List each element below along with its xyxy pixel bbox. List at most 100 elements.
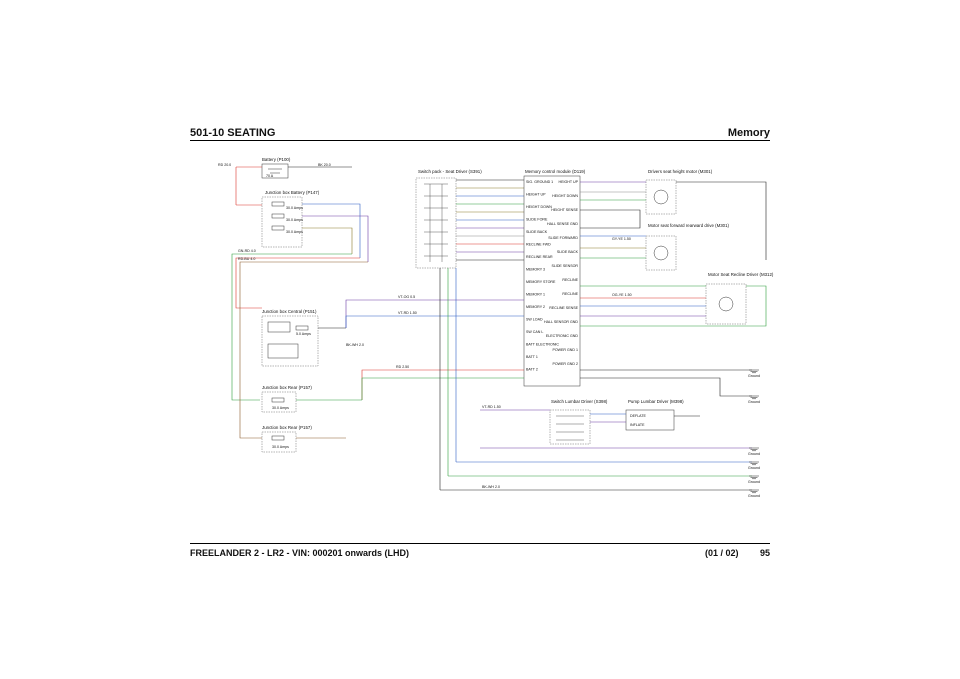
memory-pin-label: POWER GND 2: [552, 362, 578, 366]
memory-pin-label: RECLINE FWD: [526, 243, 551, 247]
fuse-icon: [295, 325, 309, 331]
motor-icon: [653, 189, 669, 205]
memory-pin-label: SLIDE BACK: [526, 230, 548, 234]
fuse-rating: 70 A: [266, 174, 274, 178]
component-outline: [261, 431, 297, 453]
pump-pin: DEFLATE: [630, 414, 647, 418]
wire-label: RD-BU 4.0: [238, 257, 255, 261]
memory-pin-label: RECLINE SENSE: [549, 306, 578, 310]
memory-pin-label: HEIGHT DOWN: [526, 205, 552, 209]
motor-wires: [580, 181, 767, 327]
component-label: Junction box Rear (P157): [262, 425, 312, 430]
fuse-icon: [271, 201, 285, 207]
ground-label: Ground: [748, 400, 760, 404]
memory-pin-label: MEMORY 1: [526, 293, 545, 297]
fuse-rating: 30.0 Amps: [272, 445, 289, 449]
fuse-icon: [271, 397, 285, 403]
memory-pin-label: RECLINE REAR: [526, 255, 553, 259]
wire-label: OG-YE 1.50: [612, 293, 632, 297]
page-title: 501-10 SEATING: [190, 127, 276, 139]
fuse-rating: 30.0 Amps: [286, 230, 303, 234]
component-label: Junction box Battery (P147): [265, 190, 320, 195]
pump-pin: INFLATE: [630, 423, 645, 427]
wire-label: VT-OG 0.5: [398, 295, 415, 299]
ground-icon: [749, 369, 759, 374]
recline-motor: Motor Seat Recline Driver (M312): [705, 272, 774, 325]
component-outline: [415, 177, 457, 269]
wire-blue: [302, 203, 361, 258]
memory-pin-label: MEMORY 3: [526, 268, 545, 272]
memory-pin-label: RECLINE: [562, 292, 578, 296]
component-label: Memory control module (D119): [525, 169, 586, 174]
forward-motor: Motor seat forward rearward drive (M301): [645, 223, 730, 271]
memory-pin-label: RECLINE: [562, 278, 578, 282]
component-outline: [261, 196, 303, 248]
component-outline: [549, 409, 591, 445]
memory-pin-label: HEIGHT DOWN: [552, 194, 578, 198]
motor-icon: [718, 296, 734, 312]
memory-pin-label: SLIDE BACK: [557, 250, 579, 254]
wire-label: RD 2.50: [396, 365, 409, 369]
memory-pin-label: HEIGHT UP: [558, 180, 578, 184]
component-label: Switch Lumbar Driver (S398): [551, 399, 608, 404]
wire-label: GY-YE 1.50: [612, 237, 631, 241]
memory-control-module: Memory control module (D119) SIG. GROUND…: [523, 169, 586, 387]
wire-blue: [345, 315, 524, 328]
fuse-icon: [271, 213, 285, 219]
switch-wires: [456, 179, 524, 261]
ground-icon: [749, 489, 759, 494]
page-number: 95: [759, 548, 770, 558]
lumbar-pump: Pump Lumbar Driver (M398) DEFLATE INFLAT…: [625, 399, 684, 431]
component-label: Motor Seat Recline Driver (M312): [708, 272, 774, 277]
ground-label: Ground: [748, 452, 760, 456]
wire-label: RD 20.0: [218, 163, 231, 167]
wire-label: GN-RD 4.0: [238, 249, 256, 253]
component-label: Junction box Rear (P157): [262, 385, 312, 390]
component-label: Motor seat forward rearward drive (M301): [648, 223, 730, 228]
switch-pack: Switch pack - Seat Driver (S391): [415, 169, 482, 269]
component-label: Switch pack - Seat Driver (S391): [418, 169, 482, 174]
memory-pin-label: POWER GND 1: [552, 348, 578, 352]
vehicle-label: FREELANDER 2 - LR2 - VIN: 000201 onwards…: [190, 548, 410, 558]
module-icon: [267, 343, 299, 359]
wire-label: VT-RD 1.50: [482, 405, 501, 409]
wire-green: [361, 377, 524, 400]
wire-purple: [302, 215, 369, 262]
ground-icon: [749, 395, 759, 400]
ground-icon: [749, 475, 759, 480]
component-outline: [261, 315, 319, 367]
wire-label: BK-WH 2.0: [346, 343, 364, 347]
component-outline: [261, 391, 297, 413]
memory-pin-label: SW CAN L: [526, 330, 543, 334]
wire-purple: [345, 299, 524, 328]
footer-rule: [190, 543, 770, 544]
lumbar-switch: Switch Lumbar Driver (S398): [549, 399, 608, 445]
fuse-rating: 5.0 Amps: [296, 332, 311, 336]
ground-label: Ground: [748, 466, 760, 470]
relay-icon: [267, 321, 291, 333]
wire-olive: [302, 227, 353, 254]
battery-symbol: [261, 163, 289, 179]
fuse-icon: [271, 225, 285, 231]
memory-pin-label: BATT 1: [526, 355, 538, 359]
memory-pin-label: SIG. GROUND 1: [526, 180, 553, 184]
component-label: Drivers seat height motor (M301): [648, 169, 713, 174]
fuse-rating: 30.0 Amps: [272, 406, 289, 410]
memory-pin-label: HEIGHT UP: [526, 193, 546, 197]
memory-pin-label: HALL SENSOR GND: [544, 320, 578, 324]
memory-pin-label: SLIDE SENSOR: [551, 264, 578, 268]
wire-label: BK-WH 2.0: [482, 485, 500, 489]
memory-pin-label: SLIDE FORWARD: [548, 236, 578, 240]
ground-icon: [749, 447, 759, 452]
memory-pin-label: ELECTRONIC GND: [546, 334, 579, 338]
component-outline: [705, 283, 747, 325]
wire-black: [580, 377, 752, 397]
component-label: Junction box Central (P151): [262, 309, 317, 314]
battery-block: Battery (P100) 70 A: [261, 157, 291, 179]
fuse-rating: 30.0 Amps: [286, 206, 303, 210]
wire-red: [235, 257, 360, 309]
wire-red: [361, 369, 524, 400]
